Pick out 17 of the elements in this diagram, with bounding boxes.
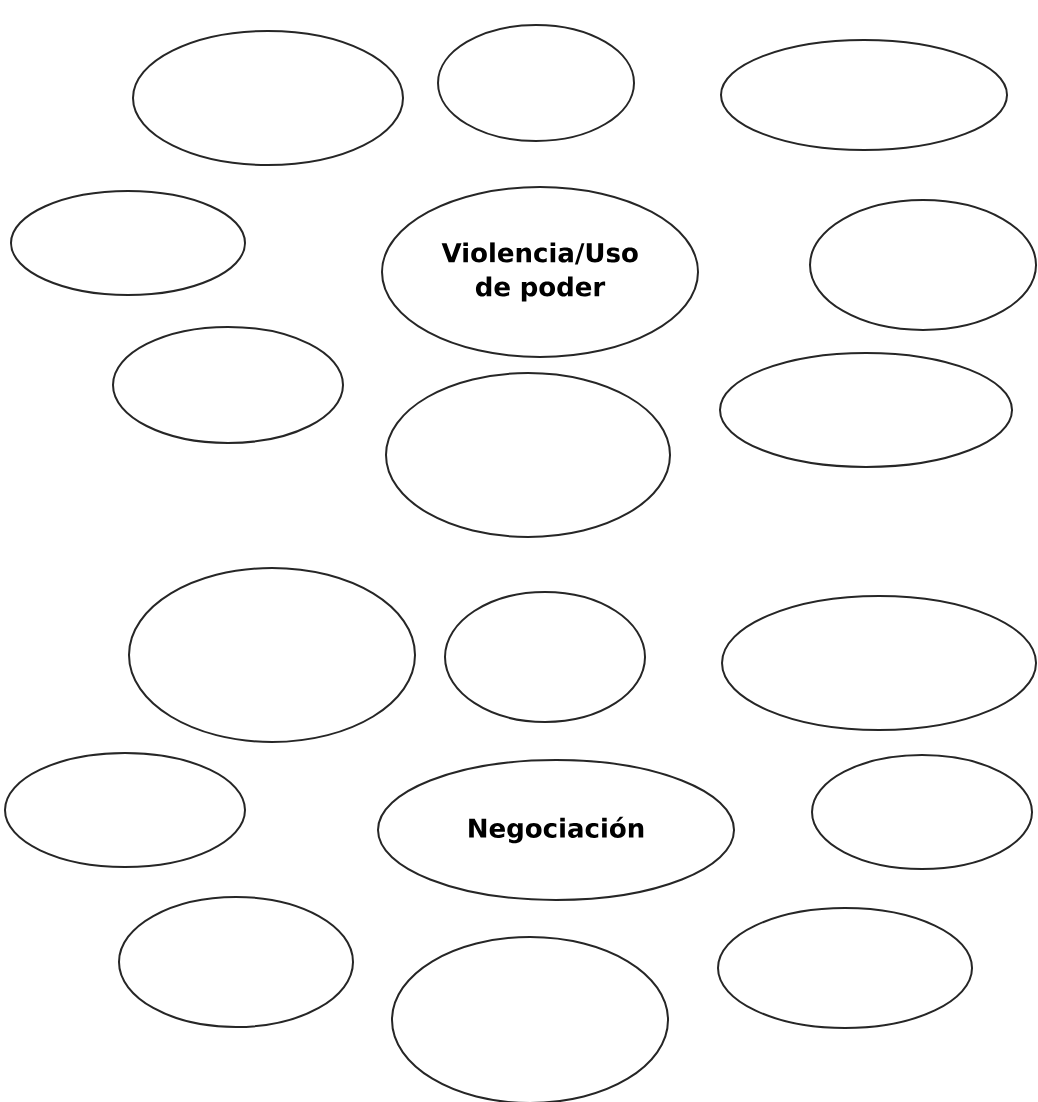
oval [720, 39, 1008, 151]
concept-oval: Violencia/Uso de poder [381, 186, 699, 358]
oval [437, 24, 635, 142]
oval [128, 567, 416, 743]
oval [4, 752, 246, 868]
concept-oval: Negociación [377, 759, 735, 901]
oval [112, 326, 344, 444]
oval [132, 30, 404, 166]
oval [385, 372, 671, 538]
oval [721, 595, 1037, 731]
oval [10, 190, 246, 296]
oval [809, 199, 1037, 331]
oval [118, 896, 354, 1028]
oval [717, 907, 973, 1029]
oval [811, 754, 1033, 870]
oval [719, 352, 1013, 468]
oval [444, 591, 646, 723]
